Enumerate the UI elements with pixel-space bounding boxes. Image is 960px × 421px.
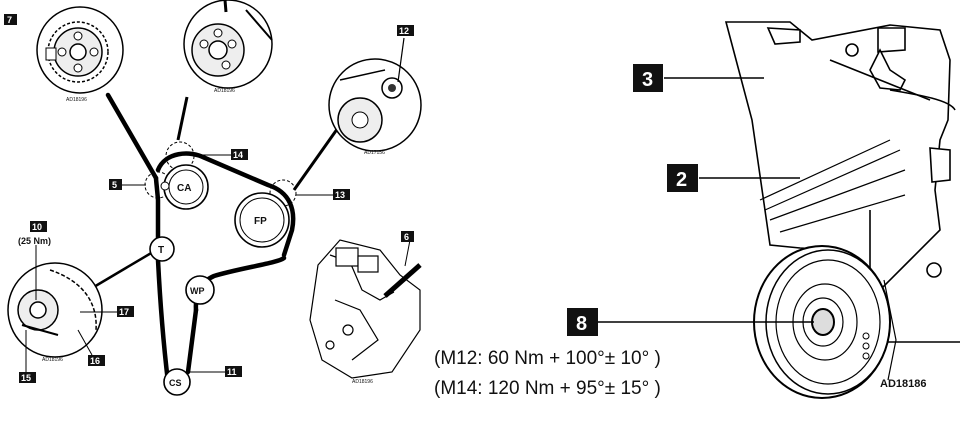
callout-13: 13	[335, 190, 345, 200]
torque-spec-m14: (M14: 120 Nm + 95°± 15° )	[434, 378, 661, 399]
callout-15: 15	[21, 373, 31, 383]
label-fp: FP	[254, 216, 267, 227]
pulley-wp: WP	[185, 275, 215, 305]
label-wp: WP	[190, 286, 205, 296]
inset-code-top: AD18196	[214, 88, 235, 94]
callout-16: 16	[90, 356, 100, 366]
pulley-cs: CS	[163, 368, 191, 396]
callout-11: 11	[227, 367, 237, 377]
label-cs: CS	[169, 378, 182, 388]
inset-tensioner-left: AD18196	[7, 245, 103, 363]
upper-timing-cover	[724, 21, 956, 302]
right-panel: 3 2 8 (M12: 60 Nm + 100°± 10° ) (M14: 12…	[434, 21, 960, 399]
inset-camshaft-sprocket-top: AD18196	[183, 0, 273, 94]
callout-8: 8	[576, 313, 587, 335]
callout-5: 5	[112, 180, 117, 190]
inset-camshaft-sprocket-left: AD18196	[36, 6, 124, 103]
figure-code: AD18186	[880, 378, 926, 390]
callout-2: 2	[676, 169, 687, 191]
callout-3: 3	[642, 69, 653, 91]
inset-engine-block: AD18196	[309, 239, 422, 385]
callout-17: 17	[119, 307, 129, 317]
callout-7: 7	[7, 15, 12, 25]
inset-code-10: AD18196	[42, 357, 63, 363]
pulley-ca: CA	[160, 164, 209, 210]
inset-tensioner-right: AD17156	[328, 37, 422, 156]
pulley-t: T	[149, 236, 175, 262]
callout-12: 12	[399, 26, 409, 36]
inset-code-12: AD17156	[364, 150, 385, 156]
callout-14: 14	[233, 150, 243, 160]
inset-code-6: AD18196	[352, 379, 373, 385]
callout-6: 6	[404, 232, 409, 242]
torque-spec-m12: (M12: 60 Nm + 100°± 10° )	[434, 348, 661, 369]
label-t: T	[158, 245, 164, 256]
label-ca: CA	[177, 183, 191, 194]
callout-10: 10	[32, 222, 42, 232]
inset-code-7: AD18196	[66, 97, 87, 103]
timing-belt	[105, 92, 296, 385]
left-panel: AD18196 7 AD18196 AD17156	[4, 0, 422, 396]
torque-10: (25 Nm)	[18, 236, 51, 246]
pulley-fp: FP	[234, 192, 290, 248]
